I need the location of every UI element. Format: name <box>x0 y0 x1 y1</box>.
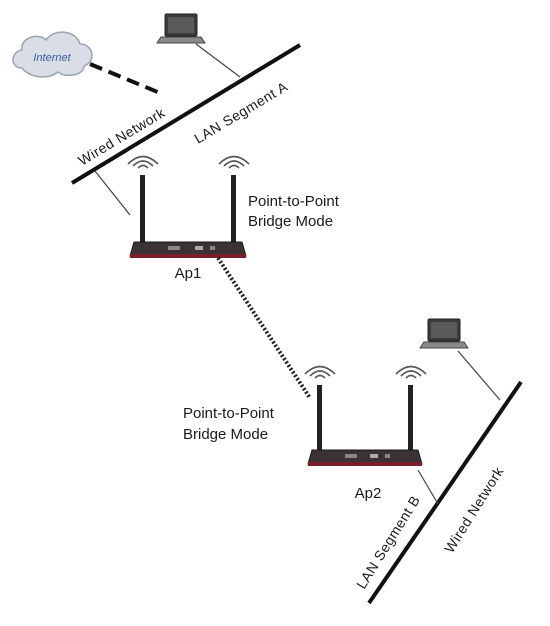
access-point-ap1: Ap1 Point-to-Point Bridge Mode <box>128 157 340 283</box>
wifi-signal-icon <box>219 157 249 169</box>
wireless-link-icon <box>218 258 310 398</box>
laptop-icon <box>420 319 468 348</box>
access-point-icon <box>130 242 246 256</box>
wired-network-label-b: Wired Network <box>441 463 507 555</box>
laptop-a-connector <box>196 44 240 77</box>
ap1-mode-line1: Point-to-Point <box>248 193 340 210</box>
access-point-ap2: Ap2 Point-to-Point Bridge Mode <box>183 367 426 503</box>
lan-segment-b-line <box>369 382 521 603</box>
laptop-b-connector <box>458 351 500 400</box>
lan-segment-a-label: LAN Segment A <box>191 78 290 146</box>
ap2-connector <box>418 470 438 504</box>
wifi-signal-icon <box>128 157 158 169</box>
wifi-signal-icon <box>305 367 335 379</box>
laptop-icon <box>157 14 205 43</box>
ap1-connector <box>95 171 130 215</box>
ap2-mode-line1: Point-to-Point <box>183 405 275 422</box>
access-point-icon <box>308 450 422 464</box>
internet-label: Internet <box>33 52 71 64</box>
internet-cloud-icon: Internet <box>13 32 92 77</box>
lan-segment-a-line <box>72 45 300 183</box>
wifi-signal-icon <box>396 367 426 379</box>
ap1-name: Ap1 <box>175 265 202 282</box>
ap1-mode-line2: Bridge Mode <box>248 213 333 230</box>
ap2-mode-line2: Bridge Mode <box>183 426 268 443</box>
wired-network-label-a: Wired Network <box>75 104 168 169</box>
internet-link <box>90 64 160 93</box>
ap2-name: Ap2 <box>355 485 382 502</box>
